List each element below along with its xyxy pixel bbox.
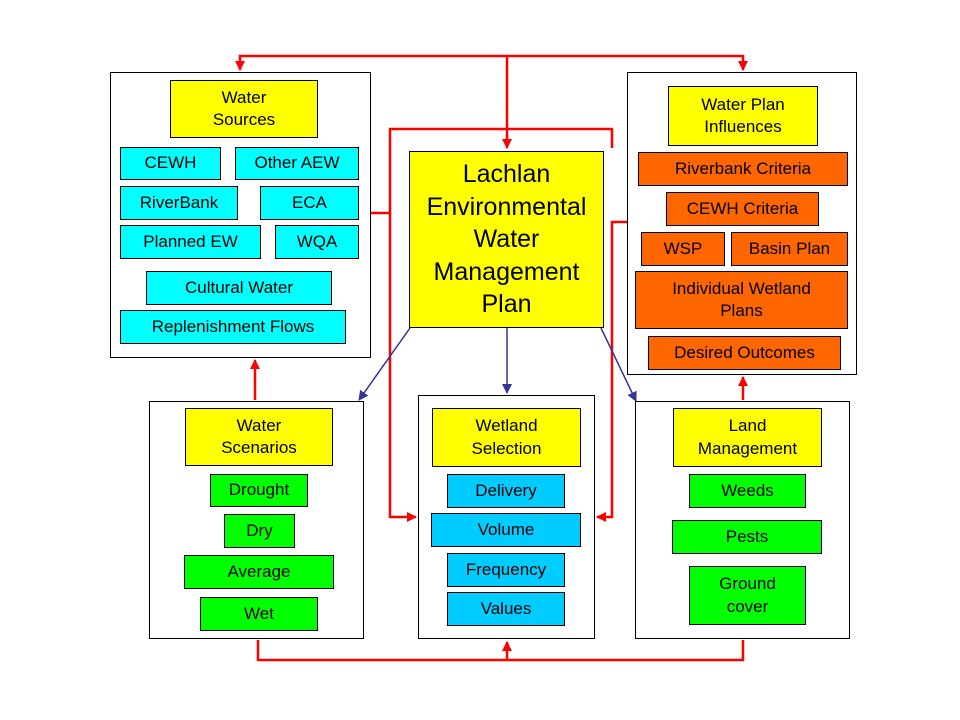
arrow-center-to-water-sources xyxy=(235,54,507,71)
water-scenarios-header: Water Scenarios xyxy=(185,408,333,466)
water-source-cultural-water: Cultural Water xyxy=(146,271,332,305)
scenario-wet: Wet xyxy=(200,597,318,631)
wetland-frequency: Frequency xyxy=(447,553,565,587)
influence-desired-outcomes: Desired Outcomes xyxy=(648,336,841,370)
scenario-dry: Dry xyxy=(224,514,295,548)
scenario-average: Average xyxy=(184,555,334,589)
land-pests: Pests xyxy=(672,520,822,554)
wetland-delivery: Delivery xyxy=(447,474,565,508)
arrow-sources-down-to-wetland xyxy=(388,213,417,522)
influence-cewh-criteria: CEWH Criteria xyxy=(666,192,819,226)
wetland-selection-header: Wetland Selection xyxy=(432,408,581,467)
water-source-planned-ew: Planned EW xyxy=(120,225,261,259)
influence-basin-plan: Basin Plan xyxy=(731,232,848,266)
scenario-drought: Drought xyxy=(210,474,308,507)
blue-arrow-to-scenarios xyxy=(358,327,411,401)
land-weeds: Weeds xyxy=(689,474,806,508)
land-management-header: Land Management xyxy=(673,408,822,467)
water-source-replenishment-flows: Replenishment Flows xyxy=(120,310,346,344)
water-source-other-aew: Other AEW xyxy=(235,147,359,180)
wetland-values: Values xyxy=(447,592,565,626)
arrow-water-sources-to-wetland xyxy=(371,127,614,215)
arrow-influences-to-wetland xyxy=(596,220,627,522)
influence-wsp: WSP xyxy=(641,232,725,266)
influence-riverbank-criteria: Riverbank Criteria xyxy=(638,152,848,186)
land-ground-cover: Ground cover xyxy=(689,566,806,625)
water-source-eca: ECA xyxy=(260,186,359,220)
center-plan-title: Lachlan Environmental Water Management P… xyxy=(409,151,604,328)
blue-arrow-to-land xyxy=(600,327,637,402)
water-source-cewh: CEWH xyxy=(120,147,221,180)
water-sources-header: Water Sources xyxy=(170,80,318,138)
influence-individual-wetland-plans: Individual Wetland Plans xyxy=(635,271,848,329)
plan-influences-header: Water Plan Influences xyxy=(668,86,818,146)
arrow-center-to-plan-influences xyxy=(507,54,748,71)
wetland-volume: Volume xyxy=(431,513,581,547)
water-source-riverbank: RiverBank xyxy=(120,186,238,220)
arrow-bottom-loop xyxy=(256,640,745,662)
water-source-wqa: WQA xyxy=(275,225,359,259)
